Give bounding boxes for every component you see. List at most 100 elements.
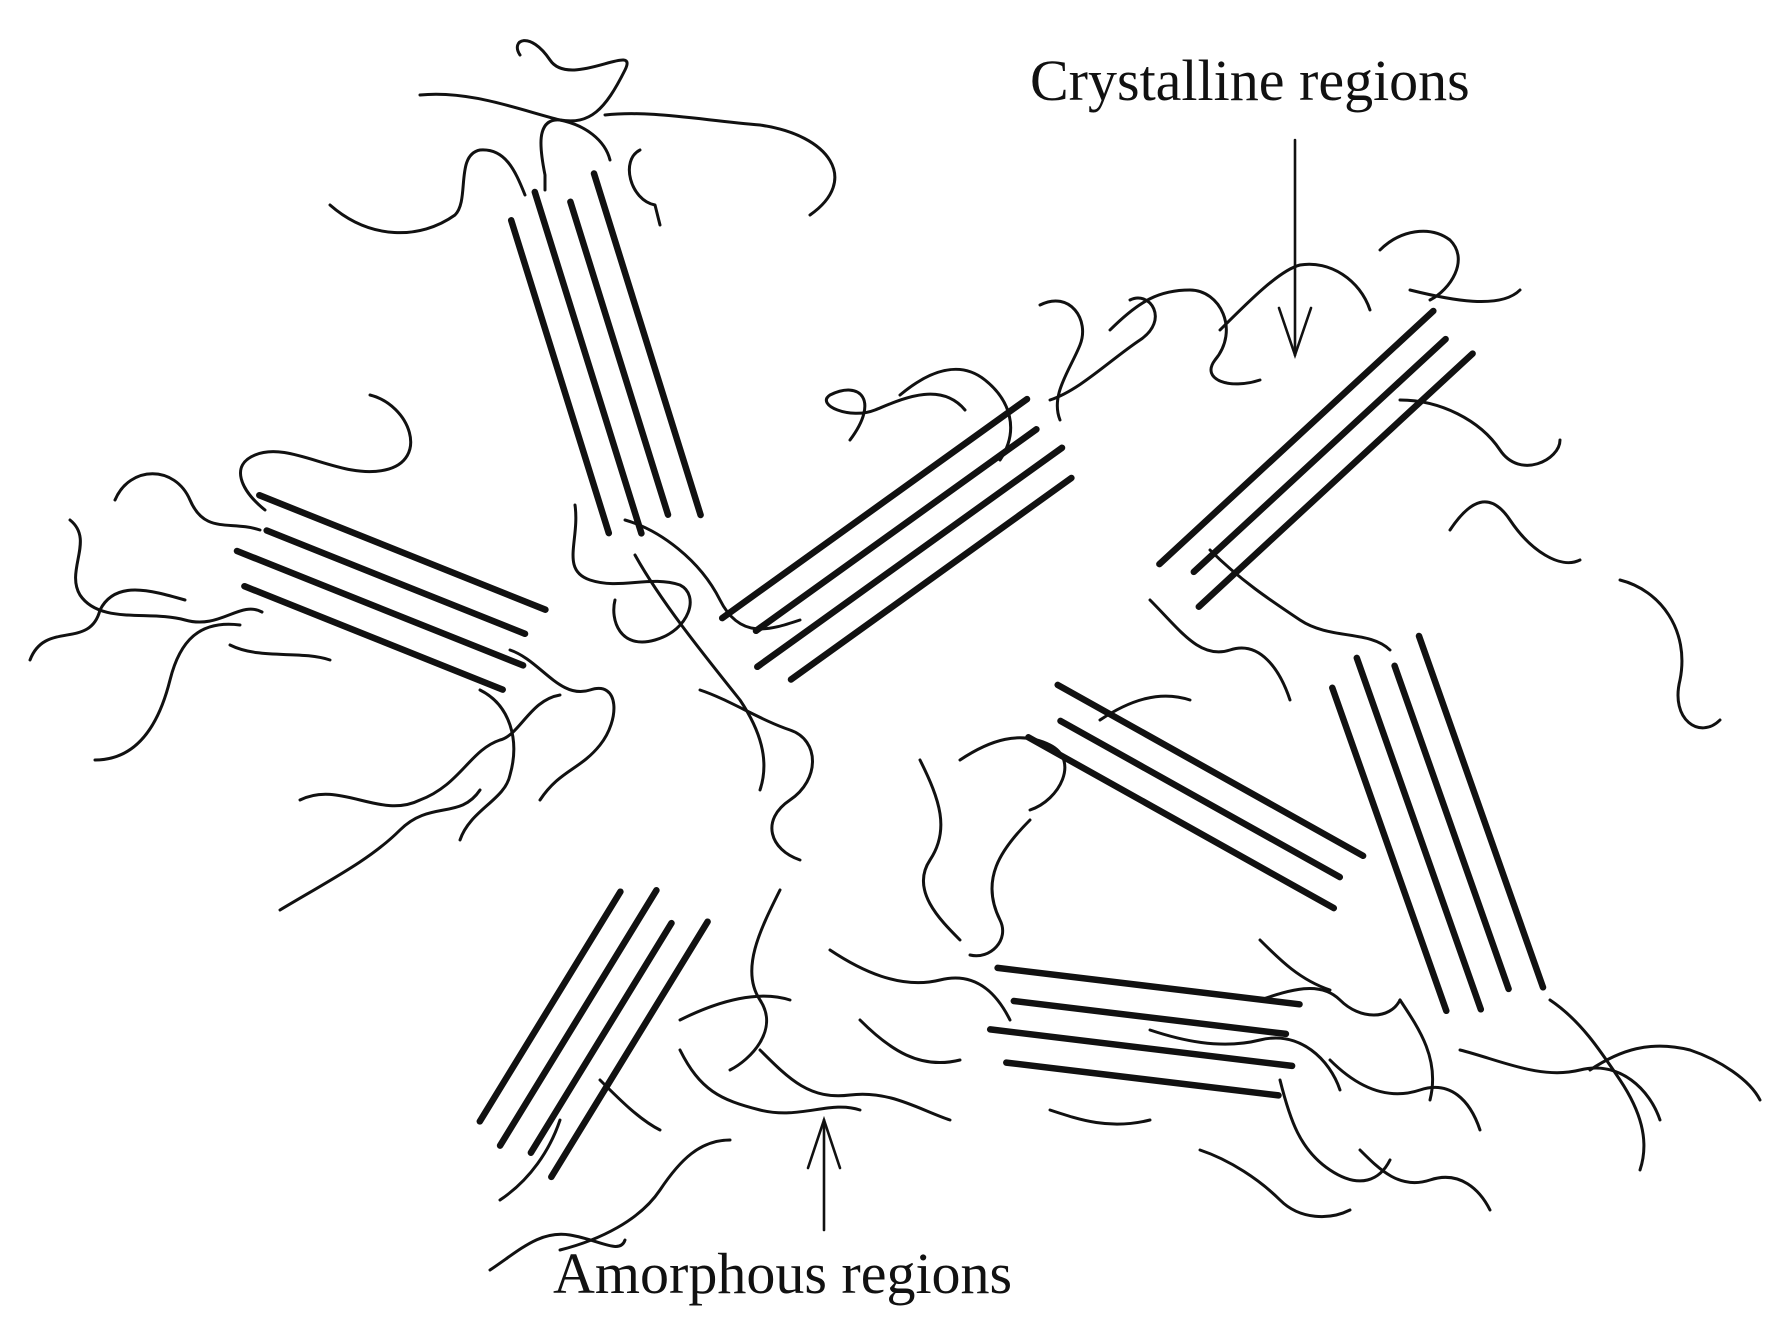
amorphous-chains <box>28 39 1762 1272</box>
crystalline-chain-segment <box>590 170 704 519</box>
crystalline-chain-segment <box>507 217 613 537</box>
amorphous-chain <box>1148 598 1292 702</box>
amorphous-chain <box>278 788 482 912</box>
amorphous-chain <box>488 1232 627 1272</box>
amorphous-chain <box>508 648 616 802</box>
crystalline-regions-label: Crystalline regions <box>1030 48 1470 113</box>
crystalline-chain-segment <box>1057 717 1344 881</box>
crystalline-chain-segment <box>1054 681 1367 860</box>
crystalline-chain-segment <box>1391 662 1512 993</box>
lamella-bundle <box>986 964 1303 1099</box>
crystalline-chain-segment <box>994 964 1303 1008</box>
amorphous-chain <box>678 1048 862 1115</box>
amorphous-chain <box>1218 262 1372 332</box>
amorphous-chain <box>328 148 527 235</box>
amorphous-chain <box>1038 299 1085 422</box>
amorphous-chain <box>1458 1048 1662 1122</box>
amorphous-chain <box>1108 288 1262 386</box>
amorphous-chain <box>1148 1028 1342 1092</box>
crystalline-chain-segment <box>567 198 672 518</box>
amorphous-chain <box>627 148 662 227</box>
lamella-bundle <box>507 170 704 537</box>
crystalline-pointer-arrow <box>1277 138 1313 360</box>
crystalline-chain-segment <box>531 188 645 537</box>
amorphous-chain <box>1278 1078 1392 1183</box>
amorphous-chain <box>698 688 814 862</box>
amorphous-chain <box>239 393 413 512</box>
amorphous-chain <box>1098 694 1192 722</box>
crystalline-chain-segment <box>1353 654 1485 1013</box>
amorphous-chain <box>1448 500 1582 565</box>
amorphous-chain <box>458 688 516 842</box>
crystalline-chain-segment <box>1195 350 1476 610</box>
crystalline-chain-segment <box>527 919 675 1156</box>
amorphous-chain <box>1258 986 1402 1017</box>
crystalline-chain-segment <box>1010 997 1290 1038</box>
amorphous-chain <box>515 39 629 192</box>
amorphous-chain <box>825 388 967 442</box>
crystalline-chain-segment <box>476 888 624 1125</box>
amorphous-chain <box>623 518 802 631</box>
amorphous-chain <box>603 112 837 217</box>
amorphous-chain <box>418 92 612 162</box>
crystalline-chain-segment <box>1329 684 1450 1015</box>
crystalline-chain-segment <box>256 491 549 613</box>
amorphous-chain <box>1588 1044 1762 1102</box>
amorphous-chain <box>898 367 1013 462</box>
crystalline-chain-segment <box>1415 632 1547 991</box>
crystalline-chain-segment <box>233 547 527 669</box>
amorphous-chain <box>598 1078 662 1132</box>
crystalline-chain-segment <box>1003 1059 1282 1099</box>
amorphous-chain <box>758 1048 952 1122</box>
crystalline-chain-segment <box>1025 734 1338 912</box>
amorphous-chain <box>558 1138 732 1252</box>
amorphous-chain <box>858 1018 962 1065</box>
amorphous-chain <box>958 736 1067 812</box>
amorphous-chain <box>1378 229 1460 302</box>
crystalline-chain-segment <box>752 426 1040 635</box>
crystalline-chain-segment <box>1190 335 1449 576</box>
amorphous-chain <box>1618 578 1722 730</box>
amorphous-chain <box>918 758 962 942</box>
amorphous-chain <box>1358 1148 1492 1212</box>
amorphous-chain <box>1398 398 1562 467</box>
lamella-bundle <box>233 491 549 693</box>
lamella-bundle <box>1025 681 1367 912</box>
amorphous-chain <box>1548 998 1646 1172</box>
crystalline-chain-segment <box>548 918 711 1181</box>
amorphous-chain <box>498 1118 562 1202</box>
amorphous-chain <box>1258 938 1332 992</box>
amorphous-chain <box>1208 548 1392 652</box>
crystalline-chain-segment <box>986 1026 1296 1070</box>
lamella-bundle <box>1329 632 1547 1015</box>
amorphous-chain <box>113 472 262 532</box>
crystalline-chain-segment <box>496 887 660 1149</box>
lamella-bundle <box>1156 307 1476 610</box>
crystalline-chain-segment <box>263 527 529 638</box>
amorphous-chain <box>1398 998 1435 1102</box>
amorphous-chain <box>1328 1058 1482 1132</box>
amorphous-chain <box>1408 288 1522 303</box>
amorphous-chain <box>1048 1108 1152 1126</box>
amorphous-regions-label: Amorphous regions <box>553 1241 1013 1306</box>
crystalline-chain-segment <box>718 395 1031 622</box>
amorphous-chain <box>68 518 264 624</box>
amorphous-chain <box>1048 296 1157 402</box>
amorphous-chain <box>728 888 782 1072</box>
amorphous-chain <box>968 818 1032 958</box>
amorphous-chain <box>633 553 766 792</box>
amorphous-chain <box>1198 1148 1352 1219</box>
amorphous-chain <box>678 994 792 1022</box>
amorphous-chain <box>228 643 332 662</box>
crystalline-chain-segment <box>241 582 506 693</box>
amorphous-chain <box>298 693 562 808</box>
crystalline-lamellae <box>233 170 1547 1181</box>
amorphous-chain <box>828 948 1012 1022</box>
lamella-bundle <box>476 887 711 1181</box>
amorphous-chain <box>571 503 692 644</box>
amorphous-chain <box>28 588 187 662</box>
crystalline-chain-segment <box>1156 307 1437 568</box>
crystalline-chain-segment <box>787 474 1075 683</box>
